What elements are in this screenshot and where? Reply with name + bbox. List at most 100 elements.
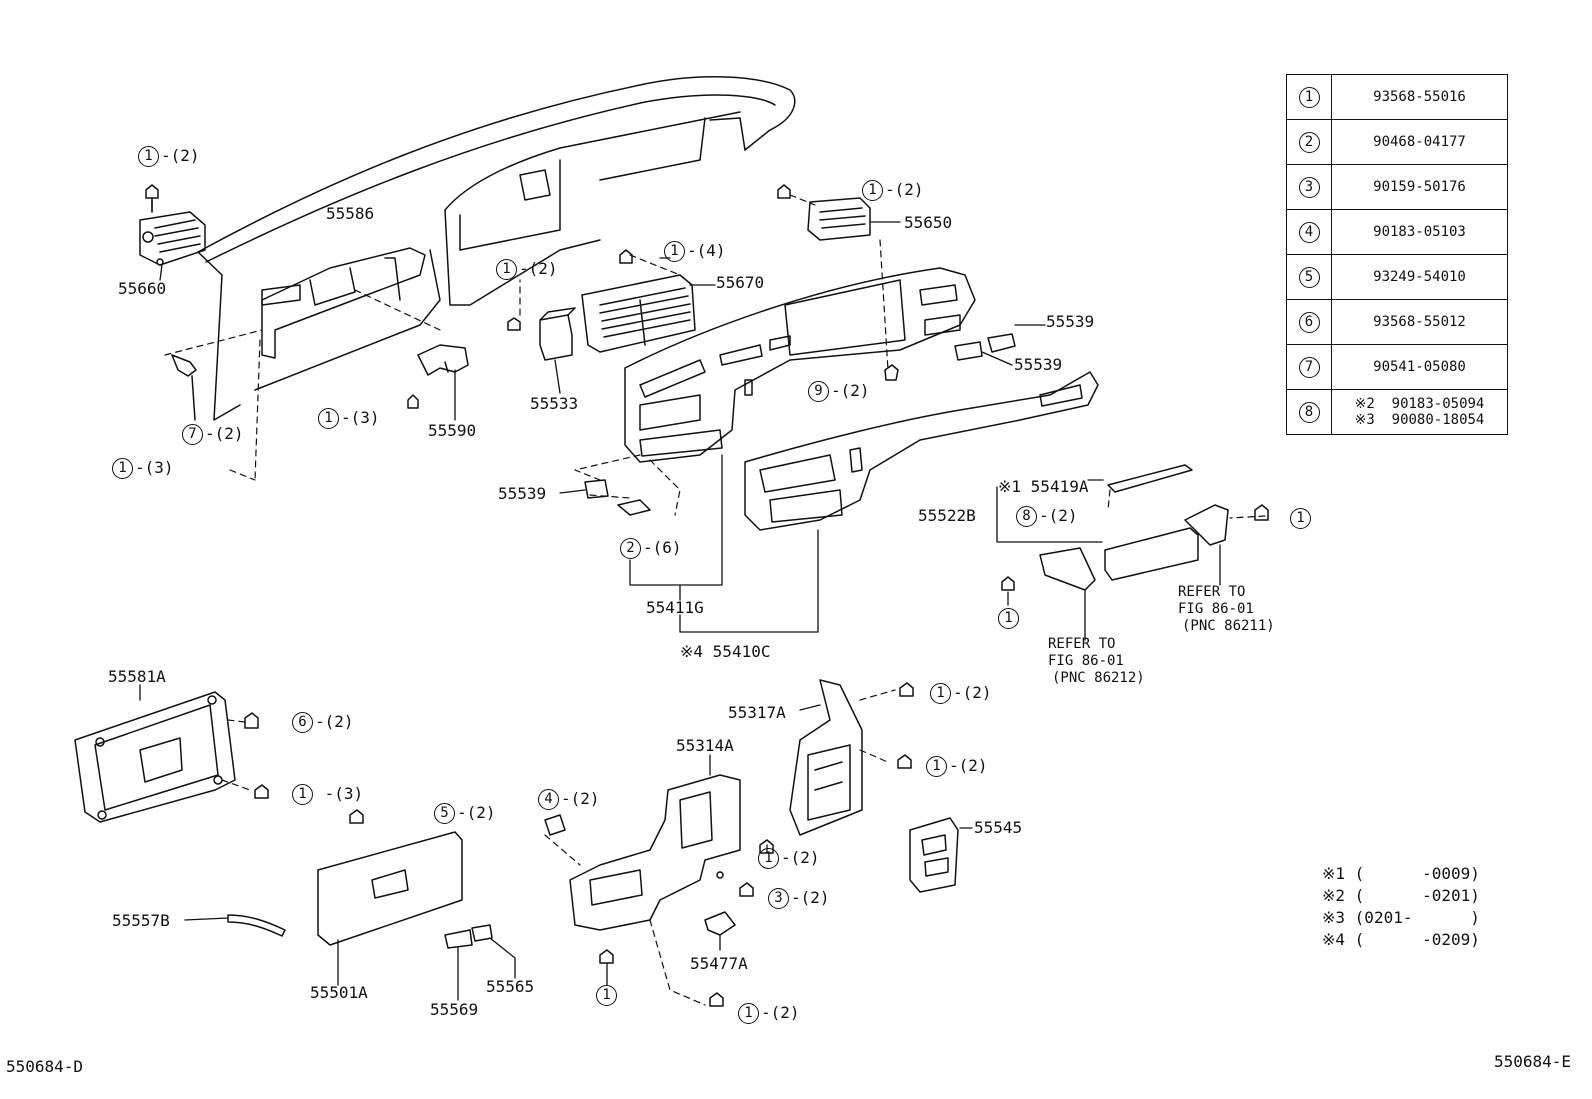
part-label-55477A: 55477A — [690, 954, 748, 973]
callout-qty: -(2) — [781, 848, 820, 867]
callout: 1-(2) — [738, 1003, 800, 1024]
panel-55545 — [909, 817, 959, 893]
callout-number: 1 — [596, 985, 617, 1006]
parts-table-key: 5 — [1286, 254, 1332, 300]
callout-number: 1 — [926, 756, 947, 777]
callout-qty: -(2) — [205, 424, 244, 443]
callout-number: 1 — [1298, 86, 1320, 108]
callout-number: 2 — [620, 538, 641, 559]
callout-number: 6 — [292, 712, 313, 733]
callout: 8-(2) — [1016, 506, 1078, 527]
part-label-55411G: 55411G — [646, 598, 704, 617]
parts-table-value: 93249-54010 — [1331, 254, 1508, 300]
glovebox-door — [317, 831, 463, 946]
bracket-55586 — [261, 247, 426, 359]
parts-table-row: 2 90468-04177 — [1286, 119, 1508, 165]
callout: 1-(2) — [862, 180, 924, 201]
parts-table-row: 8※2 90183-05094 ※3 90080-18054 — [1286, 389, 1508, 435]
callout: 1-(2) — [138, 146, 200, 167]
callout-number: 1 — [998, 608, 1019, 629]
callout: 1 -(3) — [292, 784, 363, 805]
part-label-55317A: 55317A — [728, 703, 786, 722]
callout: 1-(3) — [112, 458, 174, 479]
callout-number: 3 — [1298, 176, 1320, 198]
callout-qty: -(2) — [761, 1003, 800, 1022]
callout-qty: -(4) — [687, 241, 726, 260]
callout-qty: -(2) — [953, 683, 992, 702]
callout-number: 1 — [862, 180, 883, 201]
part-label-55565: 55565 — [486, 977, 535, 996]
callout: 4-(2) — [538, 789, 600, 810]
callout: 1-(4) — [664, 241, 726, 262]
callout-qty: -(2) — [561, 789, 600, 808]
callout-qty: -(6) — [643, 538, 682, 557]
refer-line: FIG 86-01 — [1178, 601, 1254, 617]
callout-qty: -(3) — [135, 458, 174, 477]
applicability-note: ※2 ( -0201) — [1322, 886, 1480, 905]
callout-number: 1 — [738, 1003, 759, 1024]
callout-number: 1 — [138, 146, 159, 167]
callout-qty: -(2) — [885, 180, 924, 199]
parts-table-key: 6 — [1286, 299, 1332, 345]
refer-line: REFER TO — [1178, 584, 1246, 600]
parts-table-value: 90183-05103 — [1331, 209, 1508, 255]
part-label-55314A: 55314A — [676, 736, 734, 755]
part-label-55557B: 55557B — [112, 911, 170, 930]
callout: 1-(2) — [930, 683, 992, 704]
callout-qty: -(2) — [457, 803, 496, 822]
callout-qty: -(2) — [791, 888, 830, 907]
switch-55533 — [507, 307, 576, 361]
callout: 1-(2) — [758, 848, 820, 869]
parts-table-value: 90468-04177 — [1331, 119, 1508, 165]
figure-code-left: 550684-D — [6, 1057, 84, 1076]
callout-qty: -(2) — [831, 381, 870, 400]
vent-55650 — [777, 184, 871, 241]
callout-number: 5 — [434, 803, 455, 824]
callout-number: 1 — [1290, 508, 1311, 529]
parts-table-key: 4 — [1286, 209, 1332, 255]
part-label-55650: 55650 — [904, 213, 953, 232]
part-label-55522B: 55522B — [918, 506, 976, 525]
part-label-55410C: ※4 55410C — [680, 642, 771, 661]
part-label-55533: 55533 — [530, 394, 579, 413]
callout-number: 1 — [664, 241, 685, 262]
callout-number: 8 — [1016, 506, 1037, 527]
callout-number: 5 — [1298, 266, 1320, 288]
callout-qty: -(3) — [341, 408, 380, 427]
callout-number: 9 — [808, 381, 829, 402]
callout-qty: -(3) — [315, 784, 364, 803]
callout-number: 4 — [538, 789, 559, 810]
applicability-note: ※1 ( -0009) — [1322, 864, 1480, 883]
parts-table-key: 3 — [1286, 164, 1332, 210]
part-label-55660: 55660 — [118, 279, 167, 298]
callout-number: 1 — [292, 784, 313, 805]
refer-line: (PNC 86211) — [1182, 618, 1275, 634]
callout: 5-(2) — [434, 803, 496, 824]
parts-table-key: 1 — [1286, 74, 1332, 120]
callout-qty: -(2) — [519, 259, 558, 278]
callout-number: 7 — [1298, 356, 1320, 378]
parts-table-value: ※2 90183-05094 ※3 90080-18054 — [1331, 389, 1508, 435]
parts-table-row: 3 90159-50176 — [1286, 164, 1508, 210]
part-label-55539-top: 55539 — [1046, 312, 1095, 331]
callout: 1-(3) — [318, 408, 380, 429]
callout-qty: -(2) — [949, 756, 988, 775]
callout: 1 — [998, 608, 1021, 629]
applicability-note: ※4 ( -0209) — [1322, 930, 1480, 949]
callout-number: 1 — [758, 848, 779, 869]
vent-55670 — [581, 249, 696, 353]
callout-number: 1 — [930, 683, 951, 704]
callout-number: 2 — [1298, 131, 1320, 153]
callout-qty: -(2) — [315, 712, 354, 731]
callout: 1-(2) — [926, 756, 988, 777]
instrument-panel-outline — [197, 76, 796, 421]
refer-line: REFER TO — [1048, 636, 1116, 652]
parts-table-value: 90159-50176 — [1331, 164, 1508, 210]
callout: 1 — [596, 985, 619, 1006]
